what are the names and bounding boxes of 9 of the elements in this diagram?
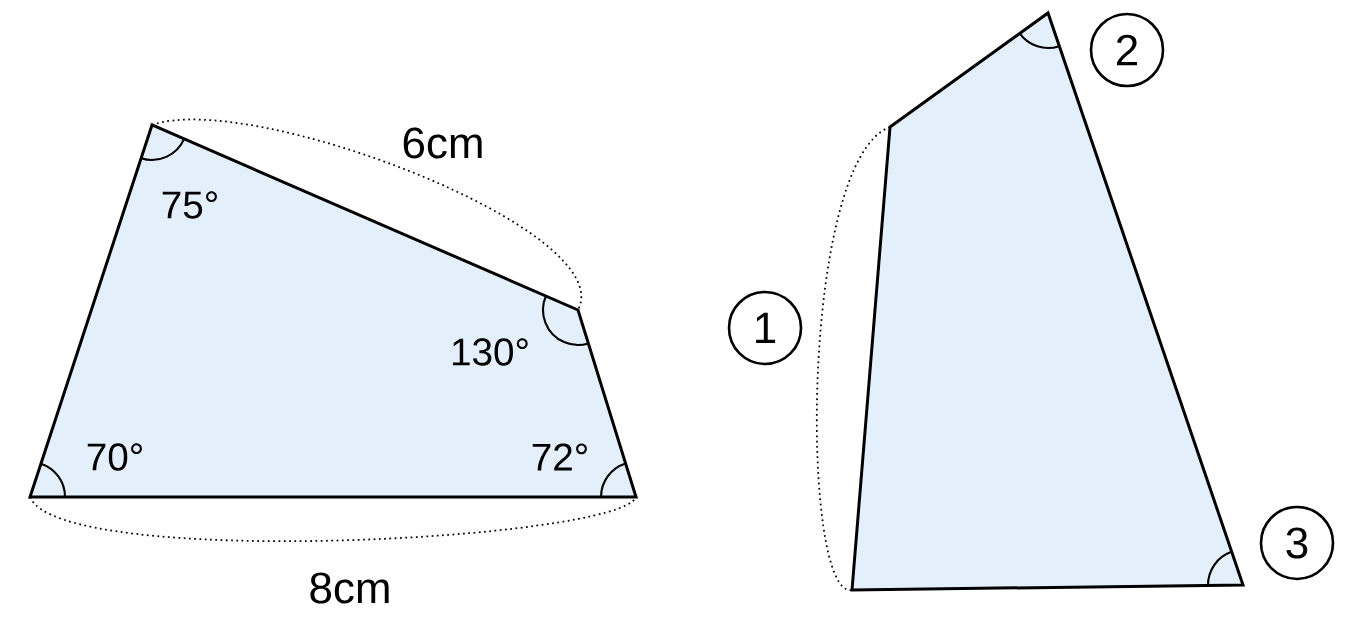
circled-number: 2 [1089, 12, 1165, 88]
angle-label: 75° [162, 191, 217, 219]
angle-label: 70° [87, 443, 142, 471]
circled-number: 1 [727, 290, 803, 366]
angle-label: 130° [453, 338, 528, 366]
angle-label: 72° [532, 443, 587, 471]
circled-number: 3 [1259, 505, 1335, 581]
dimension-label: 6cm [403, 127, 482, 159]
dimension-label: 8cm [310, 572, 389, 604]
